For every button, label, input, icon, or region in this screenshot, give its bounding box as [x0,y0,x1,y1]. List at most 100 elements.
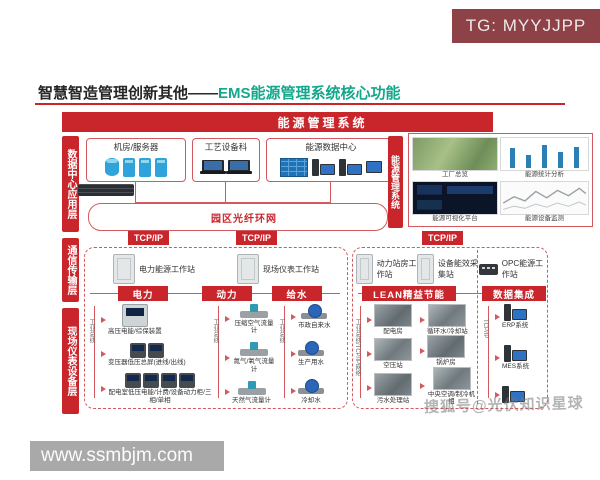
power-item: 变压器低压总屏(进线/出线) [101,342,186,366]
layer-label-communication: 通信传输层 [62,238,79,302]
bus-line [218,306,219,398]
bus-label: 工业总线 [88,318,94,344]
field-instrument-workstation: 现场仪表工作站 [237,254,319,284]
connector-line [225,182,226,203]
dynamics-item: 压缩空气流量计 [225,304,276,335]
arrow-icon [291,351,296,357]
panel-cell-visualization-platform: 能源可视化平台 [412,181,498,223]
server-room-box: 机房/服务器 [86,138,186,182]
fiber-ring-label: 园区光纤环网 [207,210,281,225]
dynamics-item: 天然气流量计 [225,380,271,404]
integration-item: ERP系统 [495,304,528,329]
item-label: 配电室低压电能/计费/设备动力柜/三相/单相 [108,389,212,404]
panel-cell-energy-statistics: 能源统计分析 [500,137,589,179]
arrow-icon [291,388,296,395]
bus-line [488,306,489,398]
bus-label: 工业总线 [212,318,218,344]
arrow-icon [101,351,106,358]
arrow-icon [420,383,425,390]
power-meter-icon [125,373,141,389]
arrow-icon [225,389,230,396]
arrow-icon [367,316,372,323]
ems-side-bar: 能源管理系统 [388,136,403,228]
panel-label: 能源设备监测 [525,214,564,222]
column-water: 工业总线 市政自来水 生产用水 冷却水 [278,304,342,404]
tab-water: 给水 [272,286,322,301]
diagram-banner: 能源管理系统 [62,112,493,132]
arrow-icon [495,313,500,320]
item-label: 锅炉房 [436,359,456,367]
panel-label: 能源统计分析 [525,170,564,178]
energy-data-center-box: 能源数据中心 [266,138,396,182]
panel-label: 工厂总览 [442,170,468,178]
panel-cell-factory-overview: 工厂总览 [412,137,498,179]
line-chart-svg [502,187,587,210]
video-wall-icon [280,157,308,177]
connector-line [135,202,331,203]
workstation-label: 设备能效采集站 [437,259,478,279]
arrow-icon [367,385,372,392]
opc-energy-workstation: OPC能源工作站 [478,258,544,280]
cabinet-icon [113,254,135,284]
power-meter-icon [147,342,164,358]
tcpip-tag: TCP/IP [422,231,464,245]
workstation-label: OPC能源工作站 [501,259,544,279]
database-icon [105,158,119,176]
opc-device-icon [478,263,498,275]
water-item: 市政自来水 [291,304,331,329]
workstation-label: 电力能源工作站 [139,264,195,274]
process-equipment-icons [200,153,252,181]
station-photo-icon [427,335,465,359]
monitor-icon [366,161,382,173]
bus-label: TCP/IP [482,318,488,340]
water-item: 生产用水 [291,341,324,366]
section-divider [477,250,478,404]
energy-data-center-icons [280,153,382,181]
item-label: MES系统 [502,363,530,370]
sohu-watermark: 搜狐号@光伏知识星球 [423,394,584,417]
arrow-icon [495,354,500,361]
power-meter-icon [143,373,159,389]
laptop-icon [226,160,252,174]
tab-integration: 数据集成 [482,286,546,301]
factory-aerial-image [412,137,498,171]
item-label: 市政自来水 [298,322,331,329]
server-icon [139,157,151,177]
cabinet-icon [417,254,434,284]
workstation-label: 现场仪表工作站 [263,264,319,274]
rack-server-icon [78,184,134,196]
lean-subcolumn-right: 循环水/冷却站 锅炉房 中央空调/制冷机组 [420,304,476,405]
item-label: 循环水/冷却站 [427,328,468,335]
server-icon [123,157,135,177]
arrow-icon [101,316,106,323]
station-photo-icon [432,366,471,390]
arrow-icon [367,351,372,357]
tab-power: 电力 [118,286,168,301]
column-power: 工业总线 高压电能/综保装置 变压器低压总屏(进线/出线) [88,304,212,404]
column-lean: 工业总线/TCP/IP网络 配电房 空压站 [354,304,476,405]
layer-label-datacenter: 数据中心应用层 [62,136,79,232]
column-integration: TCP/IP ERP系统 MES系统 [482,304,546,404]
tcpip-tag: TCP/IP [236,231,278,245]
item-label: 配电房 [383,328,403,335]
lean-item: 锅炉房 [420,335,476,366]
arrow-icon [101,385,106,392]
station-photo-icon [428,304,467,327]
power-energy-workstation: 电力能源工作站 [113,254,195,284]
lean-item: 循环水/冷却站 [420,304,476,335]
power-meter-icon [121,304,148,327]
arrow-icon [495,392,500,398]
arrow-icon [225,354,230,361]
layer-label-field-devices: 现场仪表设备层 [62,308,79,414]
fiber-ring: 园区光纤环网 [88,203,388,231]
power-meter-icon [179,373,195,389]
workstations-left-row: 电力能源工作站 现场仪表工作站 [92,252,340,286]
server-room-icons [105,153,167,181]
arrow-icon [225,316,230,323]
title-prefix: 智慧智造管理创新其他—— [38,85,219,102]
workstations-right-row: 动力站房工作站 设备能效采集站 OPC能源工作站 [356,252,544,286]
tab-lean: LEAN精益节能 [362,286,456,301]
item-label: 氮气/氧气流量计 [233,358,275,373]
lean-item: 污水处理站 [367,372,412,404]
workstation-label: 动力站房工作站 [376,259,417,279]
